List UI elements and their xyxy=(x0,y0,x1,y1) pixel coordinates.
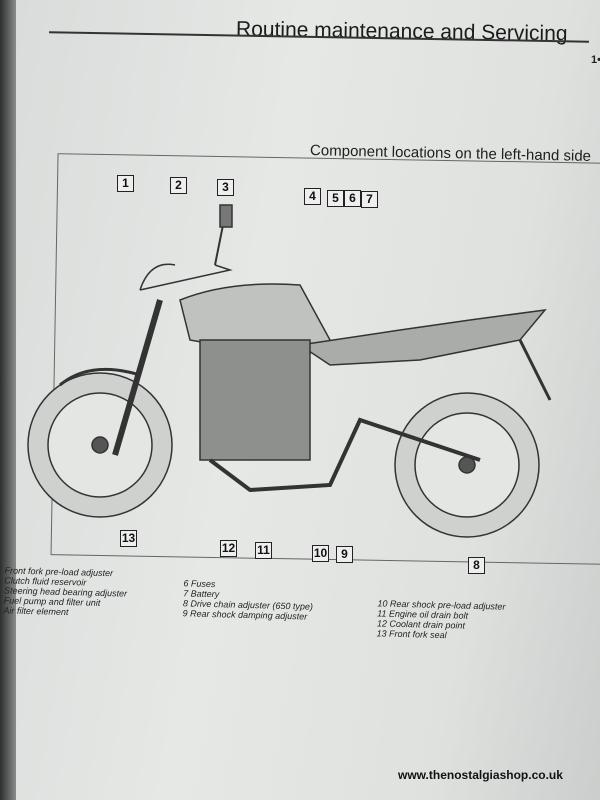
callout-7: 7 xyxy=(361,191,378,208)
callout-12: 12 xyxy=(220,540,237,557)
callout-2: 2 xyxy=(170,177,187,194)
callout-11: 11 xyxy=(255,542,272,559)
legend-column-1: Front fork pre-load adjuster Clutch flui… xyxy=(3,565,127,618)
legend-column-2: 6 Fuses 7 Battery 8 Drive chain adjuster… xyxy=(182,578,313,621)
callout-3: 3 xyxy=(217,179,234,196)
page-number: 1•5 xyxy=(591,54,600,66)
callout-13: 13 xyxy=(120,530,137,547)
callout-1: 1 xyxy=(117,175,134,192)
callout-5: 5 xyxy=(327,190,344,207)
callout-8: 8 xyxy=(468,557,485,574)
callout-10: 10 xyxy=(312,545,329,562)
page-binding xyxy=(0,0,16,800)
callout-6: 6 xyxy=(344,190,361,207)
seat xyxy=(297,309,547,366)
engine xyxy=(199,339,311,461)
legend-column-3: 10 Rear shock pre-load adjuster 11 Engin… xyxy=(376,598,505,641)
callout-9: 9 xyxy=(336,546,353,563)
callout-4: 4 xyxy=(304,188,321,205)
watermark: www.thenostalgiashop.co.uk xyxy=(398,768,563,782)
